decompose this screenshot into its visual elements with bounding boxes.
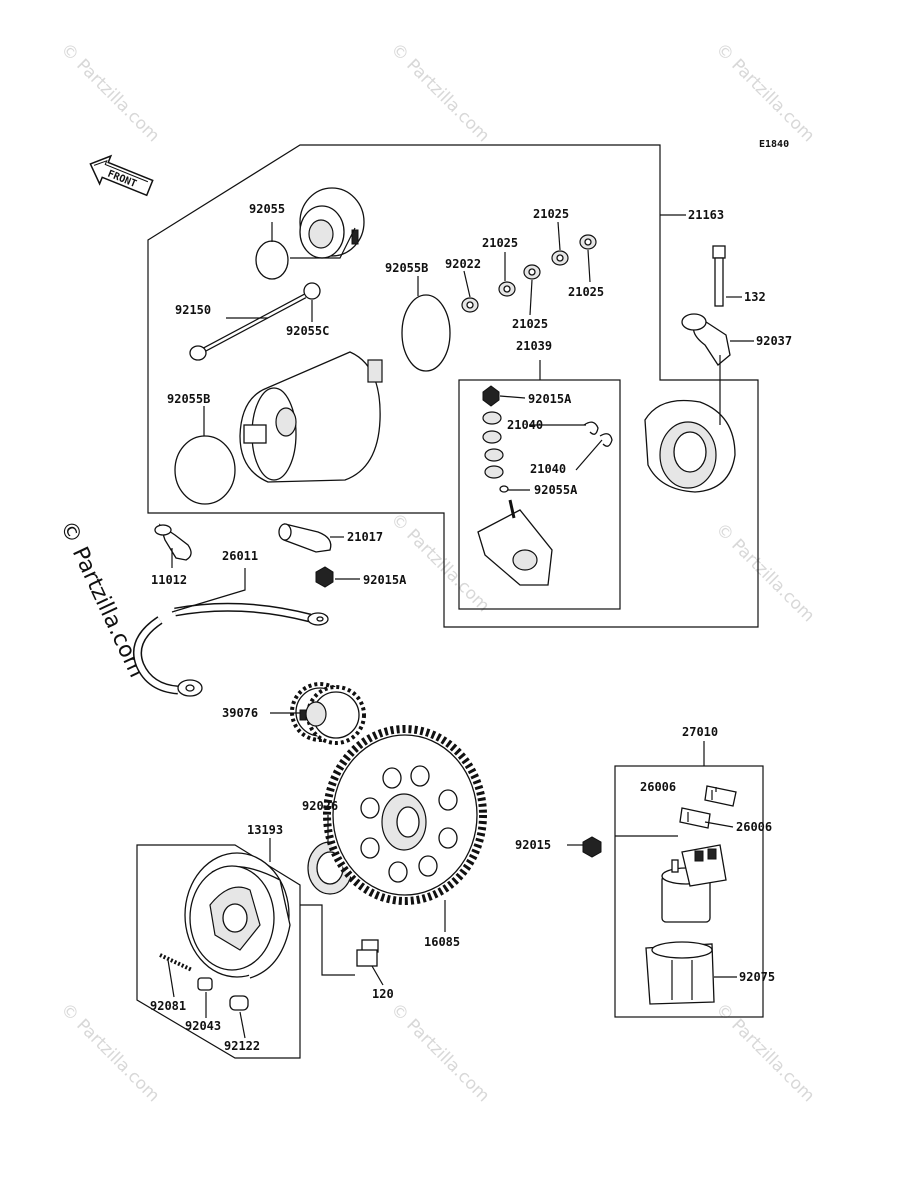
end-cover: [299, 187, 365, 259]
terminal-cap-21017: [278, 523, 332, 553]
fuse-26006-a: [704, 785, 737, 807]
starter-clutch-gear: [323, 725, 487, 905]
part-label: 16085: [424, 935, 460, 949]
watermark: © Partzilla.com: [711, 519, 818, 626]
part-label: 92026: [302, 799, 338, 813]
part-labels: 21163 132 92037 92055 92055C 92150 92055…: [150, 202, 792, 1053]
part-label: 92015A: [363, 573, 407, 587]
clamp-92037: [681, 313, 731, 366]
watermark: © Partzilla.com: [56, 999, 163, 1106]
brush-holder-parts: [477, 385, 613, 586]
starter-motor-outline: [147, 144, 759, 628]
part-label: 21025: [533, 207, 569, 221]
part-label: 132: [744, 290, 766, 304]
part-label: 26006: [736, 820, 772, 834]
part-label: 92150: [175, 303, 211, 317]
watermark: © Partzilla.com: [711, 999, 818, 1106]
o-ring-92055b-left: [174, 435, 236, 505]
roller-92122: [229, 995, 249, 1011]
part-label: 92055B: [167, 392, 210, 406]
o-ring-92055c: [303, 282, 321, 300]
relay-outline: [614, 765, 764, 1018]
part-label: 21017: [347, 530, 383, 544]
part-label: 21039: [516, 339, 552, 353]
part-label: 21040: [530, 462, 566, 476]
diagram-code: E1840: [759, 139, 789, 150]
part-label: 92055: [249, 202, 285, 216]
nut-92015: [582, 836, 602, 858]
o-ring-92055: [255, 240, 289, 280]
front-cover: [644, 399, 736, 493]
part-label: 92075: [739, 970, 775, 984]
through-bolt: [189, 293, 307, 361]
starter-clutch: [184, 852, 291, 979]
part-label: 92037: [756, 334, 792, 348]
part-label: 92055A: [534, 483, 578, 497]
part-label: 11012: [151, 573, 187, 587]
washers-21025: [461, 234, 597, 313]
part-label: 92055C: [286, 324, 329, 338]
part-label: 92122: [224, 1039, 260, 1053]
starter-clutch-outline: [136, 844, 301, 1059]
part-label: 92022: [445, 257, 481, 271]
part-label: 21040: [507, 418, 543, 432]
bolt-120: [300, 904, 379, 976]
part-label: 21025: [568, 285, 604, 299]
fuse-26006-b: [679, 807, 711, 829]
idle-gear: [290, 682, 366, 745]
terminal-cap-11012: [154, 523, 192, 561]
starter-relay: [661, 844, 727, 923]
watermark: © Partzilla.com: [711, 39, 818, 146]
nut-92015a-mid: [315, 566, 334, 588]
part-label: 21025: [482, 236, 518, 250]
leader-lines: [167, 221, 754, 1039]
part-label: 27010: [682, 725, 718, 739]
o-ring-92055b-top: [401, 294, 451, 372]
part-label: 39076: [222, 706, 258, 720]
plunger-92043: [197, 977, 213, 991]
part-label: 92015: [515, 838, 551, 852]
part-label: 21025: [512, 317, 548, 331]
part-label: 92055B: [385, 261, 428, 275]
relay-cover-92075: [645, 941, 715, 1005]
part-label: 21163: [688, 208, 724, 222]
watermark: © Partzilla.com: [386, 999, 493, 1106]
part-label: 26006: [640, 780, 676, 794]
part-label: 120: [372, 987, 394, 1001]
spring-92081: [159, 953, 193, 972]
front-arrow-icon: FRONT: [89, 154, 154, 197]
part-label: 13193: [247, 823, 283, 837]
bolt-132: [712, 245, 726, 307]
part-label: 92043: [185, 1019, 221, 1033]
part-label: 92015A: [528, 392, 572, 406]
starter-cable: [133, 602, 329, 697]
watermark: © Partzilla.com: [56, 39, 163, 146]
watermark: © Partzilla.com: [386, 39, 493, 146]
motor-yoke: [239, 351, 383, 483]
part-label: 26011: [222, 549, 258, 563]
part-label: 92081: [150, 999, 186, 1013]
watermark: © Partzilla.com: [386, 509, 493, 616]
